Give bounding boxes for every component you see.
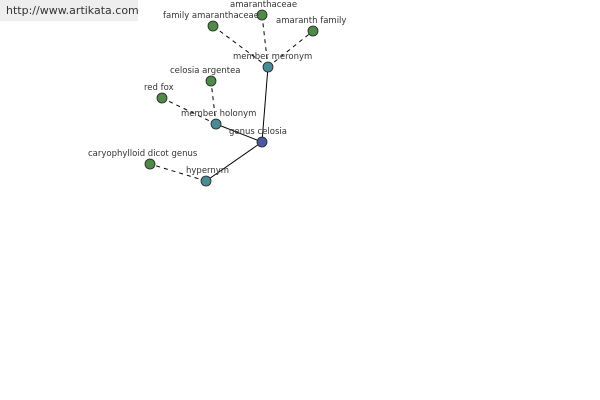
label-member-meronym[interactable]: member meronym — [233, 52, 312, 62]
edge-member-meronym-family-amaranthaceae — [212, 25, 269, 68]
label-genus-celosia[interactable]: genus celosia — [229, 127, 287, 137]
label-amaranth-family[interactable]: amaranth family — [276, 16, 346, 26]
node-genus-celosia[interactable] — [256, 136, 268, 148]
graph-edges — [149, 14, 314, 182]
source-url-link[interactable]: http://www.artikata.com — [6, 4, 139, 17]
label-caryophylloid-dicot-genus[interactable]: caryophylloid dicot genus — [88, 149, 198, 159]
node-hypernym[interactable] — [200, 175, 212, 187]
node-family-amaranthaceae[interactable] — [207, 20, 219, 32]
node-member-meronym[interactable] — [262, 61, 274, 73]
label-member-holonym[interactable]: member holonym — [181, 109, 256, 119]
source-url-banner[interactable]: http://www.artikata.com — [0, 0, 139, 21]
node-amaranthaceae[interactable] — [256, 9, 268, 21]
node-member-holonym[interactable] — [210, 118, 222, 130]
edge-genus-celosia-member-holonym — [215, 123, 263, 143]
edge-member-holonym-red-fox — [161, 97, 217, 125]
edge-member-meronym-amaranthaceae — [261, 14, 269, 68]
edge-hypernym-caryophylloid-dicot-genus — [149, 163, 207, 182]
graph-nodes — [144, 9, 319, 187]
edge-genus-celosia-hypernym — [205, 141, 263, 182]
node-amaranth-family[interactable] — [307, 25, 319, 37]
graph-labels: genus celosia member meronym member holony… — [88, 0, 346, 176]
label-hypernym[interactable]: hypernym — [186, 166, 229, 176]
label-celosia-argentea[interactable]: celosia argentea — [170, 66, 241, 76]
edge-genus-celosia-member-meronym — [261, 66, 269, 143]
node-celosia-argentea[interactable] — [205, 75, 217, 87]
node-caryophylloid-dicot-genus[interactable] — [144, 158, 156, 170]
label-family-amaranthaceae[interactable]: family amaranthaceae — [163, 11, 259, 21]
node-red-fox[interactable] — [156, 92, 168, 104]
edge-member-meronym-amaranth-family — [267, 30, 314, 68]
label-red-fox[interactable]: red fox — [144, 83, 174, 93]
label-amaranthaceae[interactable]: amaranthaceae — [230, 0, 297, 10]
